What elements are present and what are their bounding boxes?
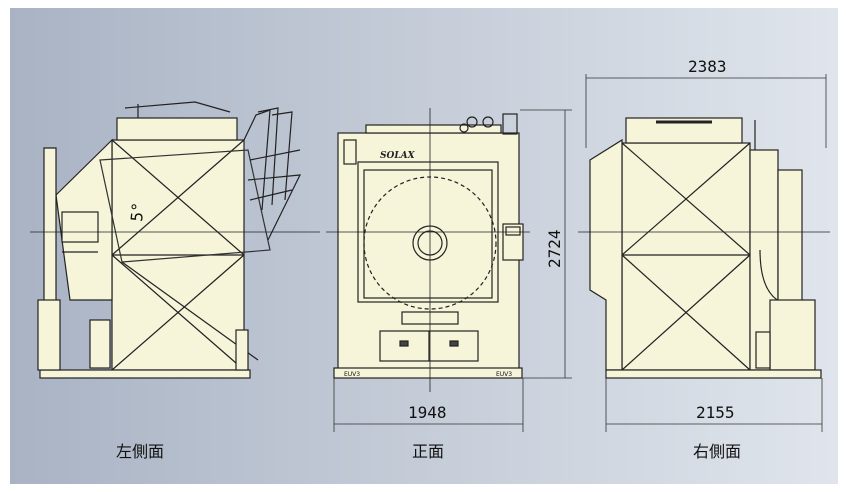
front-view [333,113,524,379]
right-top-label: 2383 [688,57,727,76]
front-view-caption: 正面 [412,442,444,461]
dimension-lines [333,74,827,432]
right-side-view [589,117,822,379]
left-view-caption: 左側面 [116,442,164,461]
front-height-label: 2724 [545,229,564,268]
right-bottom-label: 2155 [696,403,735,422]
angle-label: 5° [127,202,148,223]
foot-label-right: EUV3 [496,371,512,378]
right-body [621,142,751,371]
front-width-label: 1948 [408,403,447,422]
right-view-caption: 右側面 [693,442,741,461]
foot-label-left: EUV3 [344,371,360,378]
center-lines [30,108,830,392]
control-panel [502,223,524,261]
brand-logo-text: SOLAX [380,151,416,161]
left-side-view [37,101,302,379]
